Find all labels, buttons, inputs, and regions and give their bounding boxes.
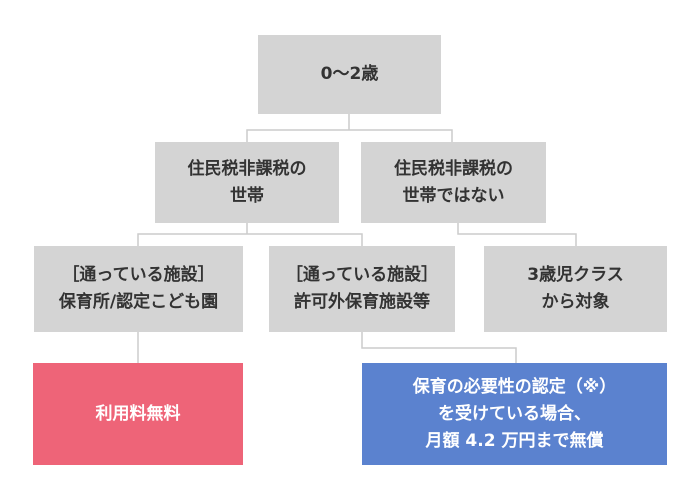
connector-root-children (246, 114, 453, 142)
result-free-usage: 利用料無料 (33, 363, 243, 465)
node-tax-exempt-household: 住民税非課税の 世帯 (155, 142, 339, 223)
node-age3-class: 3歳児クラス から対象 (484, 246, 667, 332)
node-unlicensed-facility: ［通っている施設］ 許可外保育施設等 (269, 246, 455, 332)
connector-not-exempt-child (457, 223, 577, 246)
connector-unlicensed-subsidy (361, 332, 517, 363)
root-node-age-0-2: 0〜2歳 (258, 35, 441, 114)
node-nursery-certified: ［通っている施設］ 保育所/認定こども園 (34, 246, 243, 332)
node-not-tax-exempt-household: 住民税非課税の 世帯ではない (361, 142, 546, 223)
result-subsidy-limit: 保育の必要性の認定（※） を受けている場合、 月額 4.2 万円まで無償 (362, 363, 667, 465)
connector-exempt-children (137, 223, 363, 246)
